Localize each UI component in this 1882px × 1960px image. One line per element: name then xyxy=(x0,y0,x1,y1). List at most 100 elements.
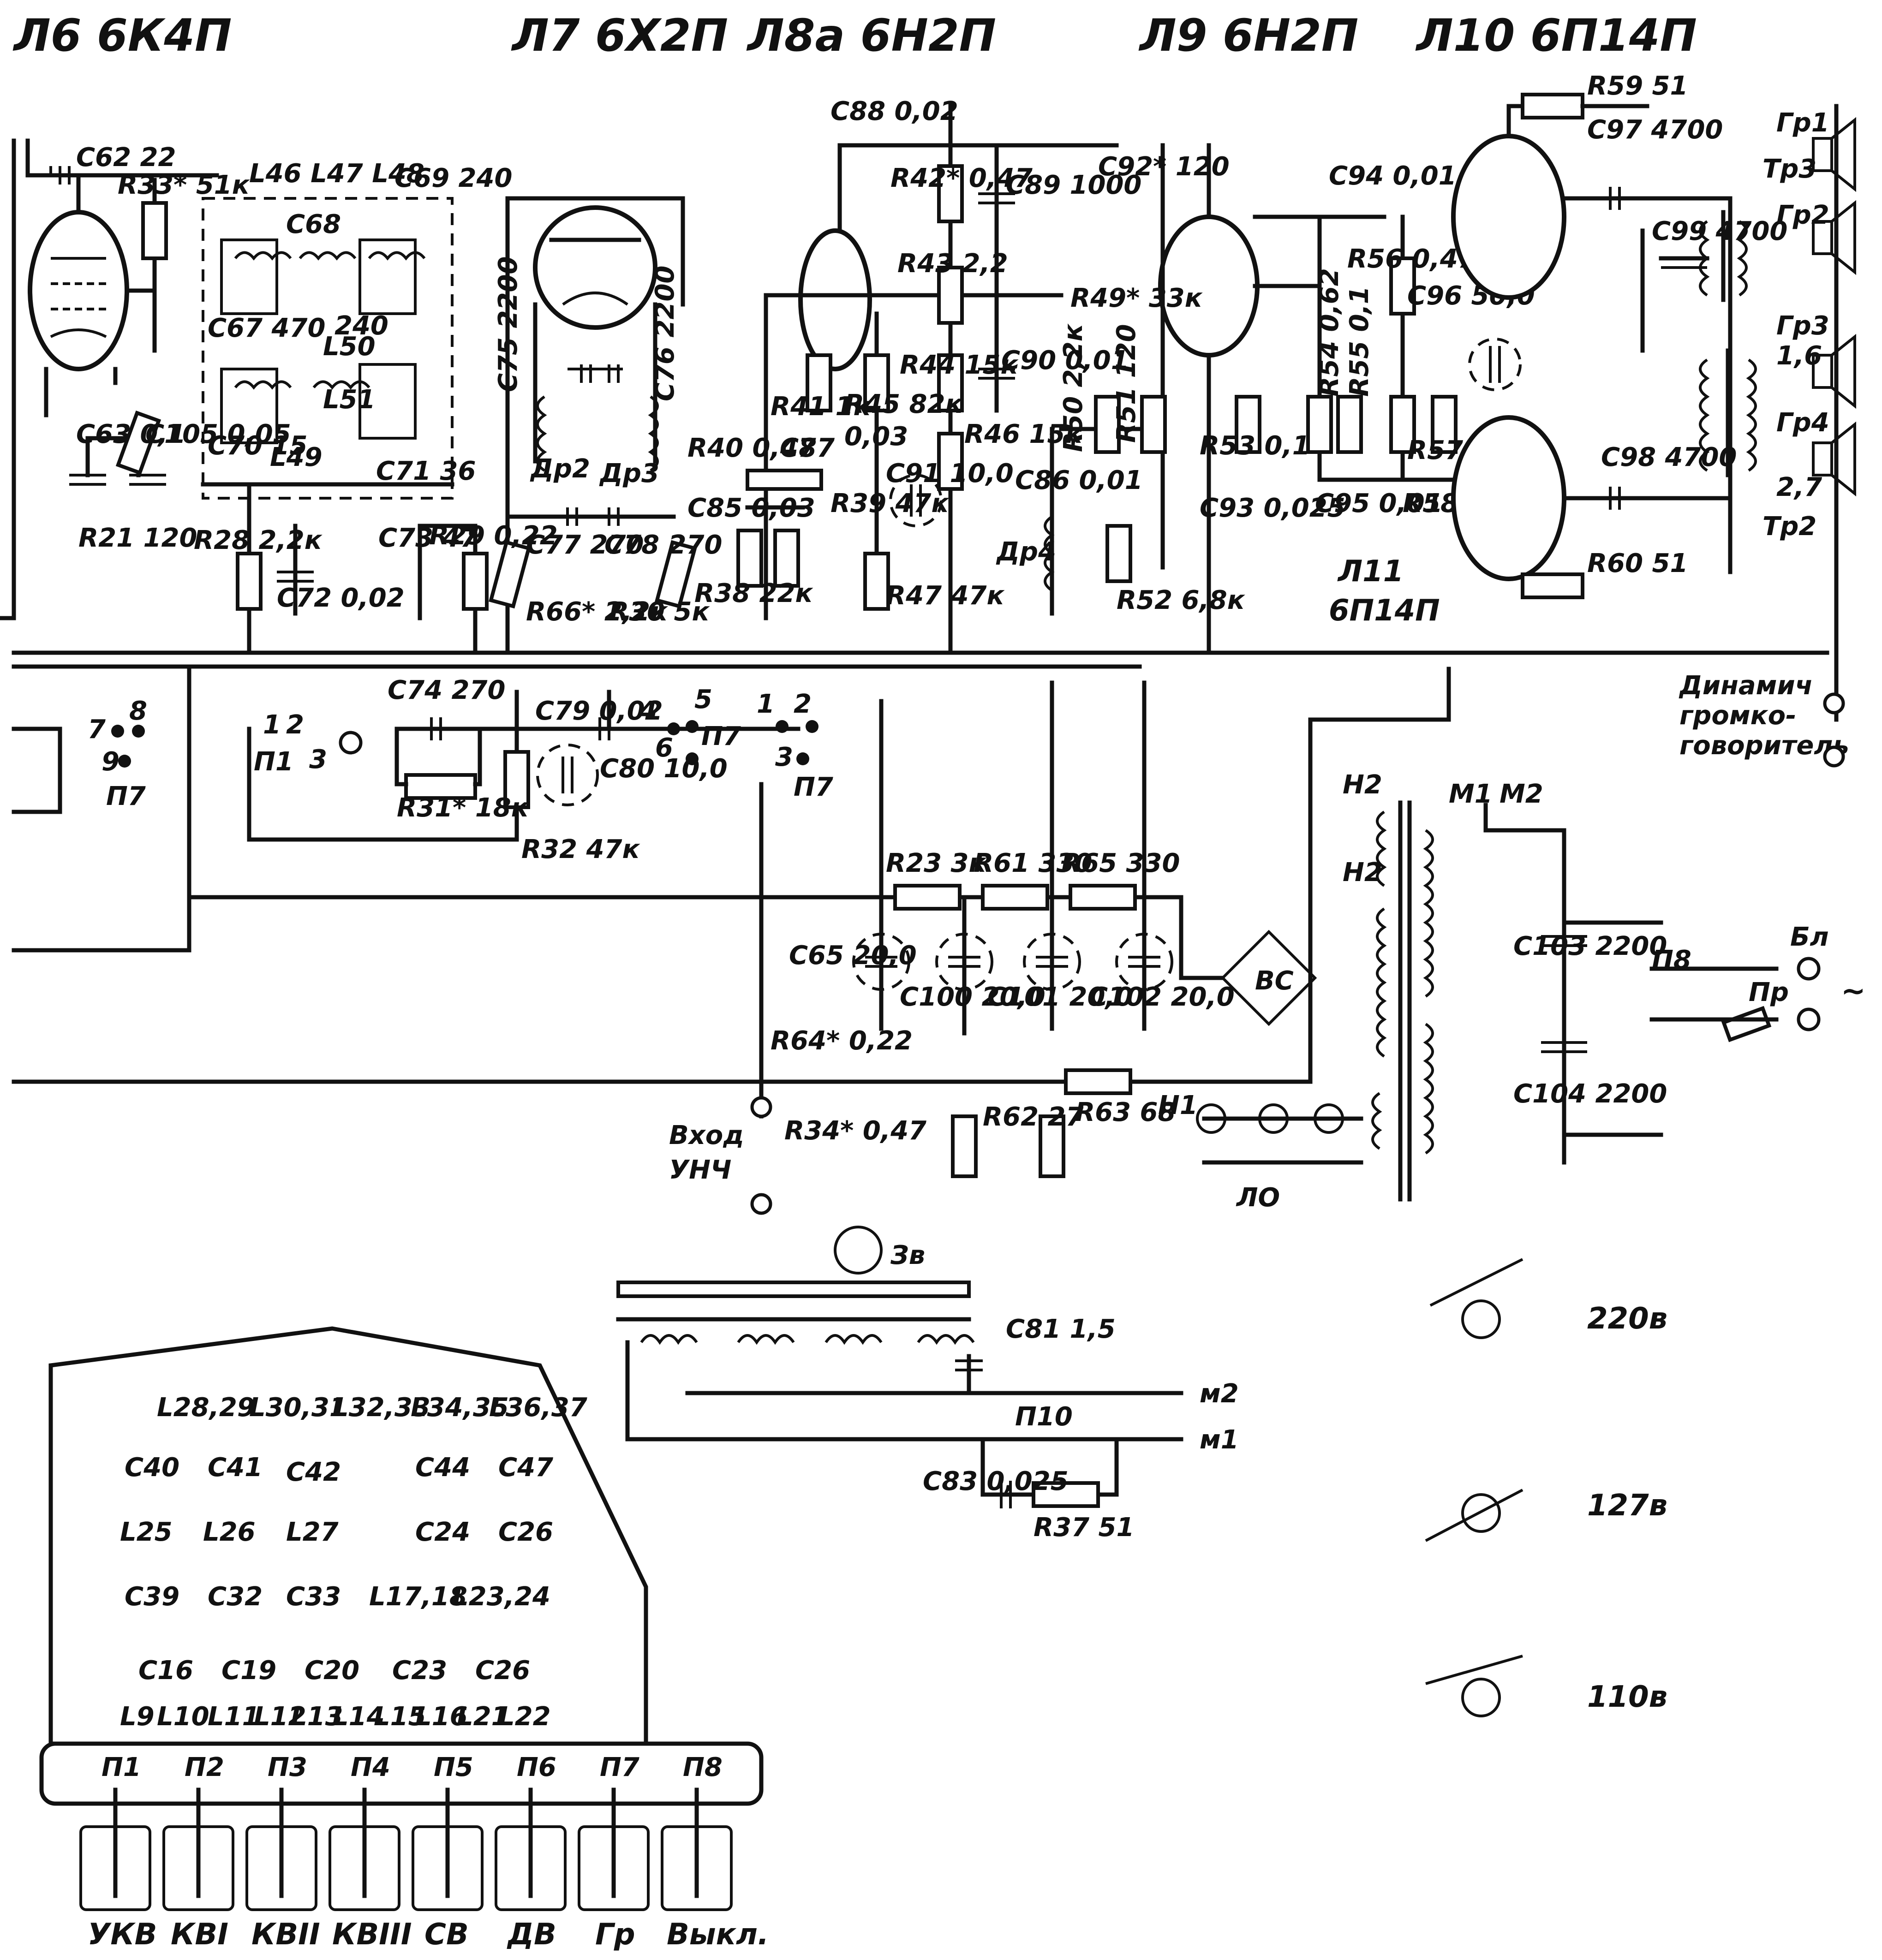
label-coil-l10: L10 xyxy=(157,1702,209,1732)
label-2-7: 2,7 xyxy=(1776,472,1822,502)
resistor-r53 xyxy=(1235,395,1261,454)
band-label-sv[interactable]: СВ xyxy=(424,1918,469,1952)
band-label-kv3[interactable]: КВIII xyxy=(332,1918,412,1952)
label-c62: C62 22 xyxy=(76,143,176,173)
label-r42: R42* 0,47 xyxy=(890,163,1033,193)
label-c74: C74 270 xyxy=(388,675,505,705)
label-p7-mid-6: 6 xyxy=(655,733,673,763)
label-zv: Зв xyxy=(890,1240,925,1270)
tube-l8a xyxy=(798,228,872,371)
label-c69: C69 240 xyxy=(394,163,512,193)
label-003: 0,03 xyxy=(844,422,908,452)
resistor-r66 xyxy=(489,540,531,609)
resistor-r39 xyxy=(773,529,800,588)
resistor-r60 xyxy=(1521,572,1584,599)
bus-lines xyxy=(0,138,1829,1084)
label-coil-l15: L15 xyxy=(374,1702,426,1732)
resistor-r32 xyxy=(503,750,530,809)
resistor-r30 xyxy=(655,540,697,609)
label-motor-m1: м1 xyxy=(1200,1425,1239,1455)
label-dyn-2: громко- xyxy=(1679,701,1796,731)
label-c105: C105 0,05 xyxy=(145,419,291,449)
pilot-lamps xyxy=(1196,1103,1363,1165)
label-coil-l14: L14 xyxy=(332,1702,385,1732)
panel-button-label-p7: П7 xyxy=(600,1752,639,1782)
label-r38: R38 22к xyxy=(694,578,813,608)
voltage-selector-220 xyxy=(1429,1258,1524,1339)
label-cap-c26b: C26 xyxy=(475,1656,530,1686)
label-c89: C89 1000 xyxy=(1006,170,1141,200)
label-r62: R62 27 xyxy=(983,1102,1084,1132)
label-cap-c16: C16 xyxy=(138,1656,193,1686)
label-motor-m2: м2 xyxy=(1200,1379,1239,1409)
label-lf-input-2: УНЧ xyxy=(669,1155,731,1185)
label-coil-l32: L32,33 xyxy=(332,1393,430,1423)
label-cap-c41: C41 xyxy=(208,1453,263,1483)
band-label-ukv[interactable]: УКВ xyxy=(88,1918,157,1952)
label-r65: R65 330 xyxy=(1061,848,1180,878)
label-c99: C99 4700 xyxy=(1652,216,1787,246)
label-r56: R56 0,47 xyxy=(1347,244,1476,274)
resistor-r62a xyxy=(951,1114,978,1178)
label-coil-l17: L17,18 xyxy=(369,1582,467,1612)
label-r54: R54 0,62 xyxy=(1314,268,1344,397)
label-r47: R47 47к xyxy=(886,581,1005,611)
label-r60: R60 51 xyxy=(1587,548,1688,578)
label-h2-bottom: Н2 xyxy=(1343,858,1382,888)
resistor-r23 xyxy=(893,884,962,911)
label-c73: C73 47 xyxy=(378,523,478,553)
label-cap-c32: C32 xyxy=(208,1582,263,1612)
tube-l7-label: Л7 6Х2П xyxy=(511,10,728,61)
lf-input-terminal-2[interactable] xyxy=(750,1193,772,1215)
label-c63: C63 0,1 xyxy=(76,419,186,449)
resistor-r46 xyxy=(937,432,964,491)
label-r46: R46 15к xyxy=(964,419,1083,449)
label-c71: C71 36 xyxy=(376,456,476,486)
band-label-kv1[interactable]: КВI xyxy=(171,1918,228,1952)
lf-input-terminal-1[interactable] xyxy=(750,1096,772,1118)
label-p1-2: 2 xyxy=(286,710,304,740)
band-label-kv2[interactable]: КВII xyxy=(251,1918,320,1952)
label-p1-3: 3 xyxy=(309,745,327,774)
tube-l7 xyxy=(533,205,657,330)
label-coil-l26: L26 xyxy=(203,1517,256,1547)
label-127v: 127в xyxy=(1587,1489,1667,1523)
label-coil-l21: L21 xyxy=(457,1702,509,1732)
resistor-r41 xyxy=(806,353,832,412)
label-r31: R31* 18к xyxy=(397,793,530,823)
label-cap-c24: C24 xyxy=(415,1517,470,1547)
power-jack-1[interactable] xyxy=(1797,957,1821,981)
label-r66: R66* 2,2к xyxy=(526,597,669,627)
speaker-jack-1[interactable] xyxy=(1823,692,1845,715)
terminal-p1[interactable] xyxy=(339,731,363,755)
resistor-r29 xyxy=(462,552,489,611)
tube-l6-label: Л6 6К4П xyxy=(12,10,232,61)
label-gr3: Гр3 xyxy=(1776,311,1829,341)
speaker-jack-2[interactable] xyxy=(1823,745,1845,768)
label-dr2: Др2 xyxy=(530,454,590,484)
resistor-r51 xyxy=(1140,395,1167,454)
band-label-gr[interactable]: Гр xyxy=(595,1918,635,1952)
label-p7-right-1: 1 xyxy=(757,689,775,719)
label-c75: C75 2200 xyxy=(493,256,523,392)
power-jack-2[interactable] xyxy=(1797,1007,1821,1031)
label-cap-c40: C40 xyxy=(125,1453,179,1483)
panel-button-label-p5: П5 xyxy=(434,1752,473,1782)
label-p7-left-9: 9 xyxy=(102,747,119,777)
label-tr3: Тр3 xyxy=(1763,154,1816,184)
label-c65: C65 20,0 xyxy=(789,941,917,971)
band-label-dv[interactable]: ДВ xyxy=(507,1918,556,1952)
label-m2: М2 xyxy=(1500,779,1543,809)
label-110v: 110в xyxy=(1587,1680,1667,1714)
tube-l6 xyxy=(28,210,129,371)
l8a-stage xyxy=(736,104,1119,655)
label-c70: C70 15 xyxy=(208,431,307,461)
band-label-off[interactable]: Выкл. xyxy=(667,1918,769,1952)
label-c97: C97 4700 xyxy=(1587,115,1723,145)
label-r51: R51 120 xyxy=(1111,324,1141,443)
label-tr2: Тр2 xyxy=(1763,512,1816,542)
label-c95: C95 0,01 xyxy=(1315,489,1443,518)
label-dyn-1: Динамич xyxy=(1679,671,1813,701)
if-coil-block xyxy=(201,197,454,500)
panel-button-label-p2: П2 xyxy=(185,1752,224,1782)
